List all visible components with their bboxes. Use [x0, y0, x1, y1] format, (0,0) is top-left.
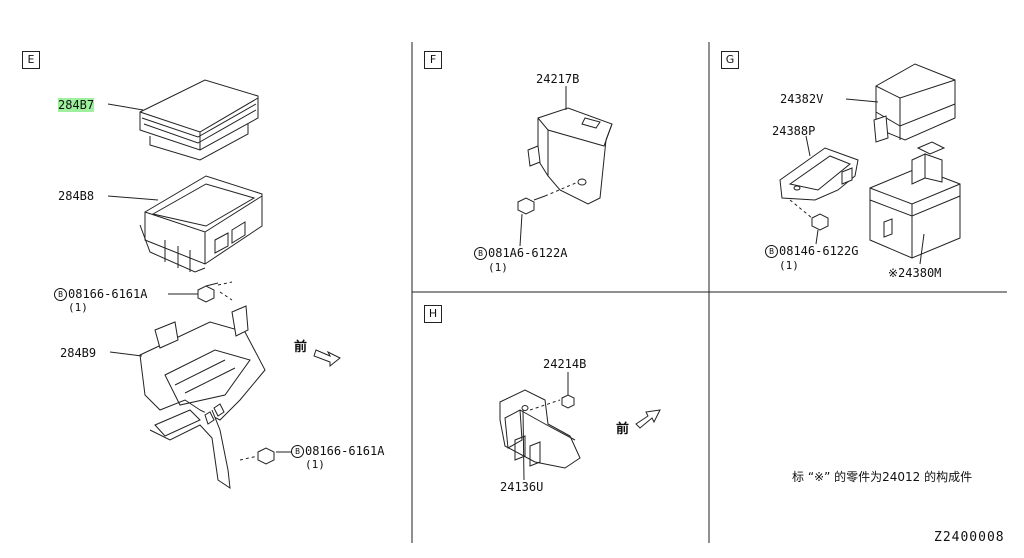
part-24217b-bracket — [527, 107, 613, 205]
leader-284b7 — [107, 103, 144, 111]
part-label-24388p[interactable]: 24388P — [772, 124, 816, 138]
front-arrow-h — [635, 409, 661, 429]
bolt-symbol-icon: B — [54, 288, 67, 301]
front-mark-e: 前 — [294, 340, 308, 355]
leader-24388p — [805, 135, 811, 157]
bolt-g — [789, 199, 829, 231]
part-24382v-cover — [873, 63, 956, 143]
section-label-f: F — [424, 51, 442, 69]
leader-284b9 — [109, 351, 143, 357]
part-284b7-cover — [139, 79, 259, 161]
bolt-e1-number: 08166-6161A — [68, 287, 148, 301]
part-284b9-bracket — [139, 305, 266, 490]
bolt-f-number: 081A6-6122A — [488, 246, 568, 260]
part-label-24380m[interactable]: ※24380M — [888, 266, 942, 280]
qty-bolt-g: (1) — [779, 259, 799, 272]
front-mark-h: 前 — [616, 422, 630, 437]
bolt-e1 — [197, 281, 233, 303]
part-label-284b7[interactable]: 284B7 — [58, 98, 95, 112]
part-24380m-relay-box — [869, 141, 961, 259]
leader-24380m — [919, 233, 925, 265]
bolt-e2-number: 08166-6161A — [305, 444, 385, 458]
part-284b8-tray — [139, 175, 263, 273]
diagram-code: Z2400008 — [934, 530, 1005, 545]
bolt-f — [517, 181, 579, 215]
part-24388p-bracket — [779, 147, 859, 201]
part-label-24382v[interactable]: 24382V — [780, 92, 824, 106]
bolt-symbol-icon: B — [474, 247, 487, 260]
part-label-24136u[interactable]: 24136U — [500, 480, 544, 494]
leader-24382v — [845, 98, 879, 103]
section-label-g: G — [721, 51, 739, 69]
part-label-284b8[interactable]: 284B8 — [58, 189, 95, 203]
qty-bolt-f: (1) — [488, 261, 508, 274]
leader-bolt-g — [815, 229, 819, 245]
qty-bolt-e2: (1) — [305, 458, 325, 471]
part-24136u-bracket — [499, 389, 581, 469]
footnote: 标 “※” 的零件为24012 的构成件 — [792, 470, 973, 484]
bolt-g-number: 08146-6122G — [779, 244, 859, 258]
leader-284b8 — [107, 195, 159, 201]
part-label-284b9[interactable]: 284B9 — [60, 346, 97, 360]
part-label-24214b[interactable]: 24214B — [543, 357, 587, 371]
section-label-h: H — [424, 305, 442, 323]
part-label-24217b[interactable]: 24217B — [536, 72, 580, 86]
bolt-e2 — [239, 447, 275, 465]
bolt-symbol-icon: B — [291, 445, 304, 458]
bolt-symbol-icon: B — [765, 245, 778, 258]
leader-24136u — [522, 409, 525, 481]
qty-bolt-e1: (1) — [68, 301, 88, 314]
section-label-e: E — [22, 51, 40, 69]
leader-bolt-f — [519, 213, 523, 247]
front-arrow-e — [313, 349, 341, 368]
